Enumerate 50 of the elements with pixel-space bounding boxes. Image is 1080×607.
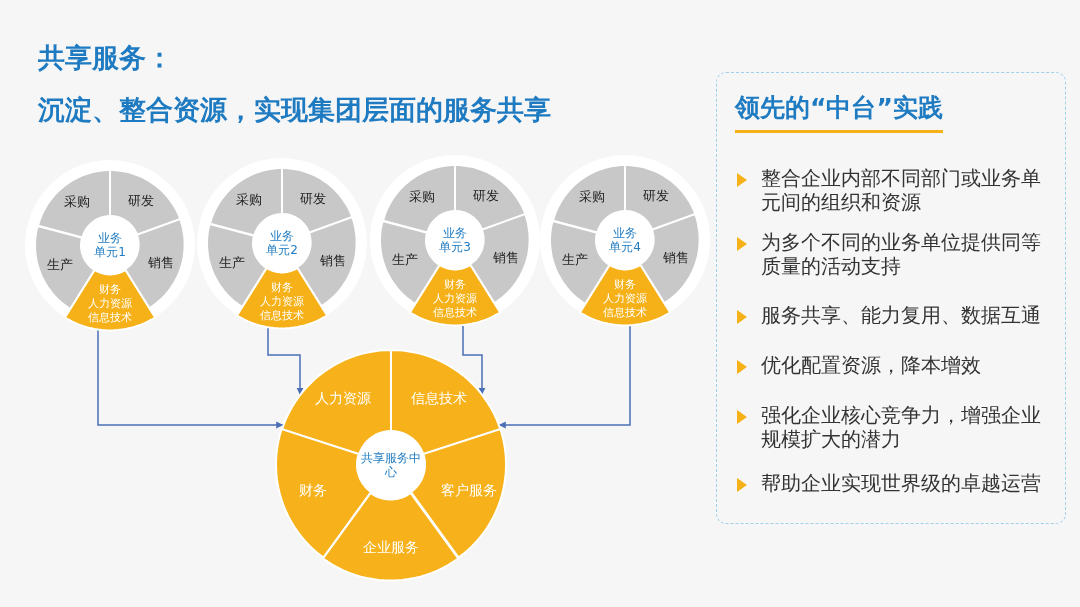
bullet-text: 服务共享、能力复用、数据互通 (761, 304, 1042, 328)
segment-label: 销售 (493, 249, 520, 266)
segment-label: 信息技术 (88, 311, 132, 325)
segment-label: 人力资源 (260, 295, 304, 309)
panel-heading: 领先的“中台”实践 (735, 91, 943, 133)
info-panel (716, 72, 1066, 524)
segment-label: 销售 (663, 249, 690, 266)
segment-label: 财务 (271, 281, 293, 295)
segment-label: 财务 (298, 482, 327, 499)
wheel-segment (409, 264, 501, 325)
segment-label: 人力资源 (603, 292, 647, 306)
arrow (462, 323, 486, 396)
segment-label: 客户服务 (441, 482, 498, 499)
segment-label: 采购 (409, 189, 436, 205)
arrow (97, 328, 284, 429)
arrow (498, 324, 631, 429)
segment-label: 信息技术 (433, 306, 477, 320)
segment-label: 生产 (391, 251, 418, 268)
wheel-segment (579, 264, 671, 325)
segment-label: 销售 (148, 254, 175, 271)
bullet-text: 整合企业内部不同部门或业务单元间的组织和资源 (761, 167, 1042, 215)
subtitle: 沉淀、整合资源，实现集团层面的服务共享 (38, 93, 551, 127)
segment-label: 财务 (99, 283, 121, 297)
segment-label: 生产 (46, 256, 73, 273)
segment-label: 人力资源 (433, 292, 477, 306)
wheel-segment (236, 267, 328, 328)
segment-label: 人力资源 (88, 297, 132, 311)
segment-label: 采购 (236, 192, 263, 208)
segment-label: 生产 (561, 251, 588, 268)
segment-label: 研发 (472, 187, 499, 204)
segment-label: 采购 (579, 189, 606, 205)
bullet-text: 优化配置资源，降本增效 (761, 354, 982, 378)
segment-label: 采购 (64, 194, 91, 210)
segment-label: 研发 (642, 187, 669, 204)
segment-label: 人力资源 (314, 389, 371, 407)
bullet-text: 帮助企业实现世界级的卓越运营 (761, 472, 1042, 496)
bullet-text: 强化企业核心竞争力，增强企业规模扩大的潜力 (761, 404, 1042, 452)
segment-label: 信息技术 (603, 306, 647, 320)
segment-label: 生产 (218, 254, 245, 271)
segment-label: 信息技术 (260, 309, 304, 323)
slide-title: 共享服务： (38, 41, 173, 75)
wheel-segment (64, 269, 156, 330)
segment-label: 财务 (614, 278, 636, 292)
bullet-text: 为多个不同的业务单位提供同等质量的活动支持 (761, 231, 1042, 279)
segment-label: 研发 (299, 190, 326, 207)
segment-label: 研发 (127, 192, 154, 209)
segment-label: 企业服务 (363, 539, 419, 556)
segment-label: 财务 (444, 278, 466, 292)
segment-label: 销售 (320, 252, 347, 269)
segment-label: 信息技术 (411, 389, 468, 407)
